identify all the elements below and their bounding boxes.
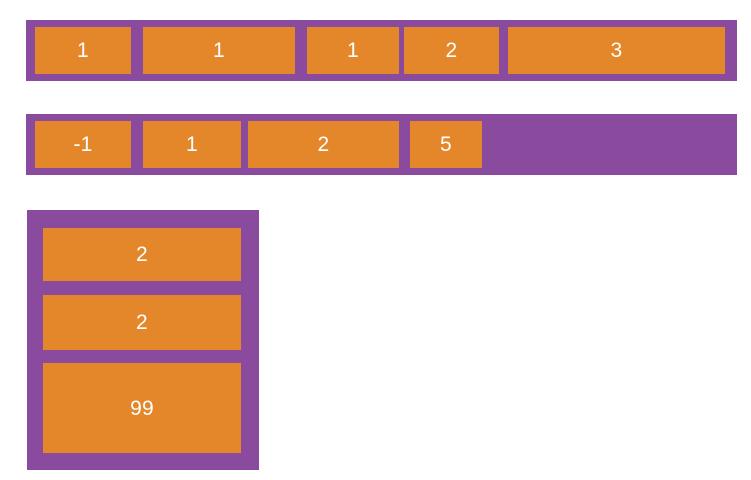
flex-item: 1	[143, 27, 295, 74]
flex-item: 1	[143, 121, 241, 168]
flex-item: 3	[508, 27, 725, 74]
flex-item: 2	[248, 121, 399, 168]
flex-item: -1	[35, 121, 131, 168]
flex-item: 2	[404, 27, 499, 74]
flex-item: 2	[43, 228, 241, 281]
flex-container-row-1: 1 1 1 2 3	[26, 20, 737, 81]
flex-item: 1	[35, 27, 131, 74]
flex-container-column-3: 2 2 99	[27, 210, 259, 470]
flex-item: 99	[43, 363, 241, 453]
flex-item: 5	[410, 121, 482, 168]
flex-container-row-2: -1 1 2 5	[26, 114, 737, 175]
flex-item: 2	[43, 295, 241, 350]
flex-item: 1	[307, 27, 399, 74]
